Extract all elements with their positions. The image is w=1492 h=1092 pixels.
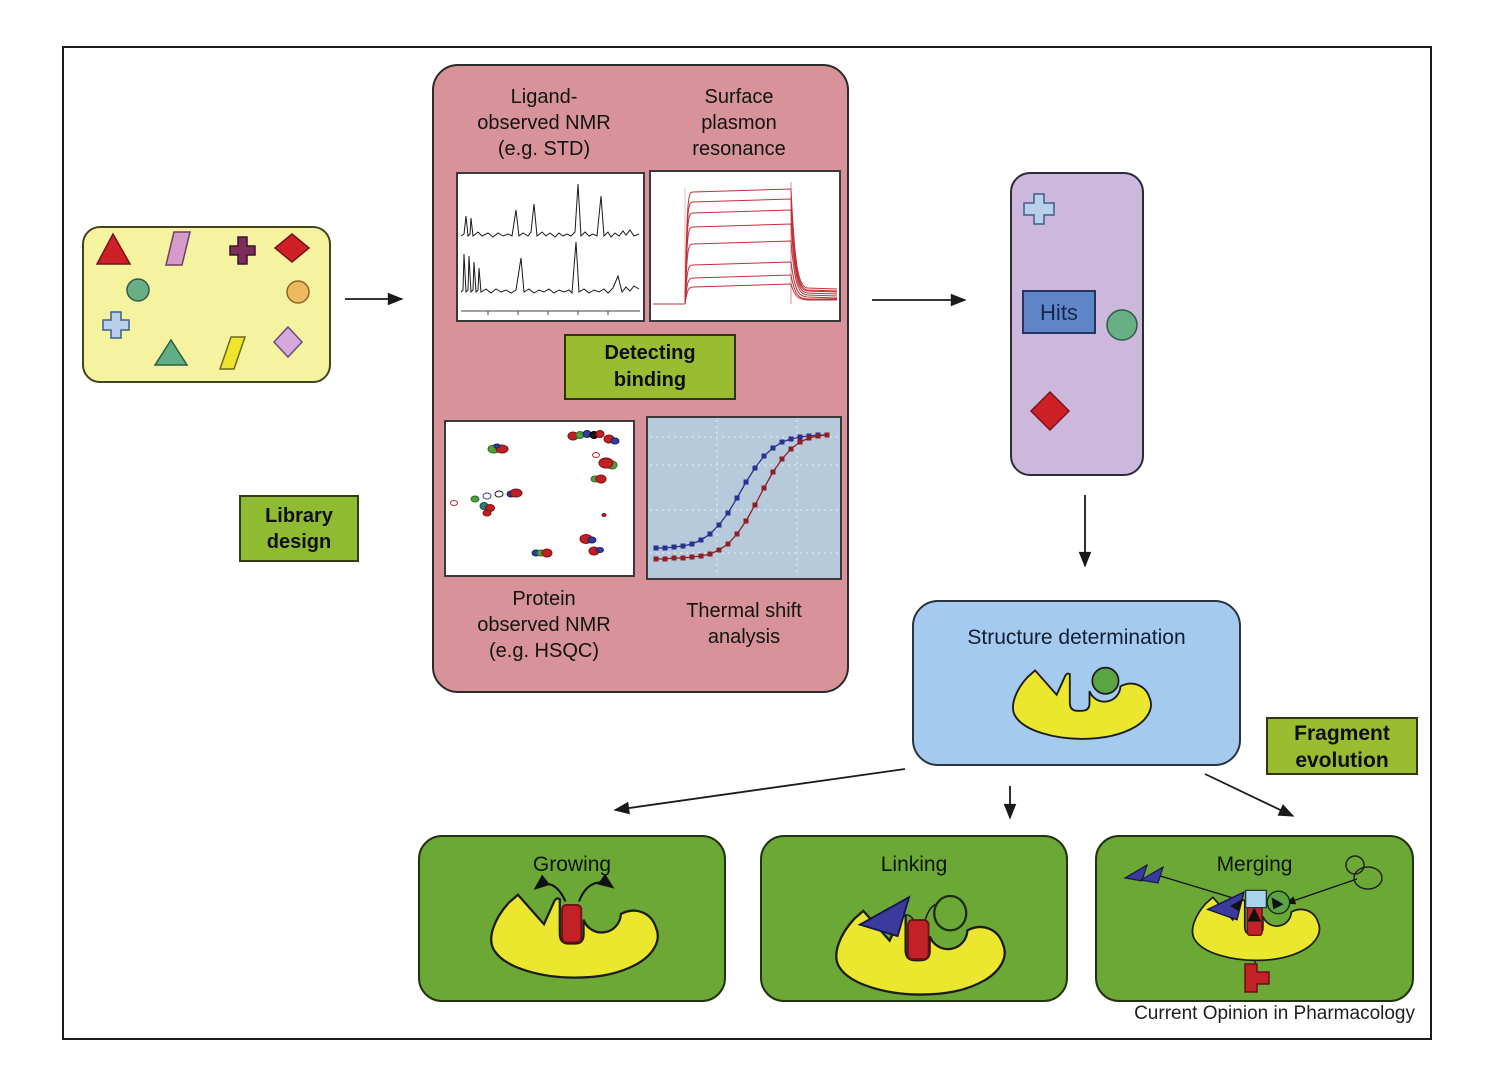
merge-arrowhead-up-icon [1247,907,1262,922]
thermal-shift-label: Thermal shift analysis [686,600,802,648]
structure-determination-panel: Structure determination [912,600,1241,766]
red-l-fragment-icon [1244,963,1270,993]
green-circle-icon [1106,309,1138,341]
std-nmr-spectrum-image [456,172,645,322]
core-fragment-icon [907,919,930,960]
green-circle-icon [126,278,150,302]
ring-fragment-icon [933,894,968,932]
linking-panel: Linking [760,835,1068,1002]
structure-determination-label: Structure determination [967,626,1186,649]
merge-arrowhead-right-icon [1271,897,1284,910]
navy-arrow-fragment-icon-2 [1139,865,1165,884]
navy-triangle-fragment-icon [857,895,911,938]
merging-panel: Merging [1095,835,1414,1002]
merge-arrowhead-left-icon [1230,899,1243,912]
navy-triangle-fragment-icon [1205,890,1245,921]
spr-label: Surface plasmon resonance [692,86,786,160]
hsqc-spectrum-image [444,420,635,577]
red-diamond-icon [273,233,311,263]
purple-cross-icon [229,236,256,265]
hits-panel: Hits [1010,172,1144,476]
pink-parallelogram-icon [165,231,191,266]
merging-graphic [1191,889,1321,962]
hits-label: Hits [1040,300,1078,325]
core-fragment-icon [561,904,583,944]
merging-outer-graphic [1123,855,1383,993]
orange-circle-icon [286,280,310,304]
linking-label: Linking [880,853,948,876]
fragment-evolution-label-box: Fragment evolution [1266,717,1418,775]
red-diamond-icon [1029,390,1071,432]
spr-sensorgram-image [649,170,841,322]
thermal-shift-plot-image [646,416,842,580]
teal-triangle-icon [153,338,189,366]
blue-cross-icon [102,311,130,339]
detecting-binding-panel: Ligand- observed NMR (e.g. STD) Surface … [432,64,849,693]
ligand-nmr-label: Ligand- observed NMR (e.g. STD) [477,86,611,160]
navy-arrow-fragment-icon [1123,863,1149,882]
protein-nmr-label: Protein observed NMR (e.g. HSQC) [477,588,611,662]
linking-graphic [835,894,1006,996]
bound-fragment-icon [1091,666,1120,695]
merging-label: Merging [1216,853,1293,876]
merge-line-left [1156,874,1245,903]
lilac-diamond-icon [272,325,304,359]
protein-blob-icon [1012,669,1152,740]
growing-label: Growing [532,853,612,876]
detecting-binding-label: Detecting binding [564,334,736,400]
yellow-parallelogram-icon [218,336,247,370]
blue-cross-icon [1023,193,1055,225]
journal-caption: Current Opinion in Pharmacology [1134,1003,1415,1024]
hits-fragments-graphic [1023,193,1138,432]
red-triangle-icon [95,232,132,265]
grow-arrow-left-icon [533,874,567,902]
growing-panel: Growing [418,835,726,1002]
grow-arrow-right-icon [578,873,615,902]
merge-line-right [1285,878,1358,905]
ring-fragment-large-icon [1353,866,1383,890]
library-fragments-graphic [95,231,311,370]
protein-fragment-graphic [1012,666,1152,740]
growing-graphic [490,873,659,979]
blue-square-fragment-icon [1245,889,1267,909]
library-design-panel: Library design [82,226,359,562]
hits-label-box: Hits [1022,290,1096,334]
library-design-label: Library design [239,495,359,562]
